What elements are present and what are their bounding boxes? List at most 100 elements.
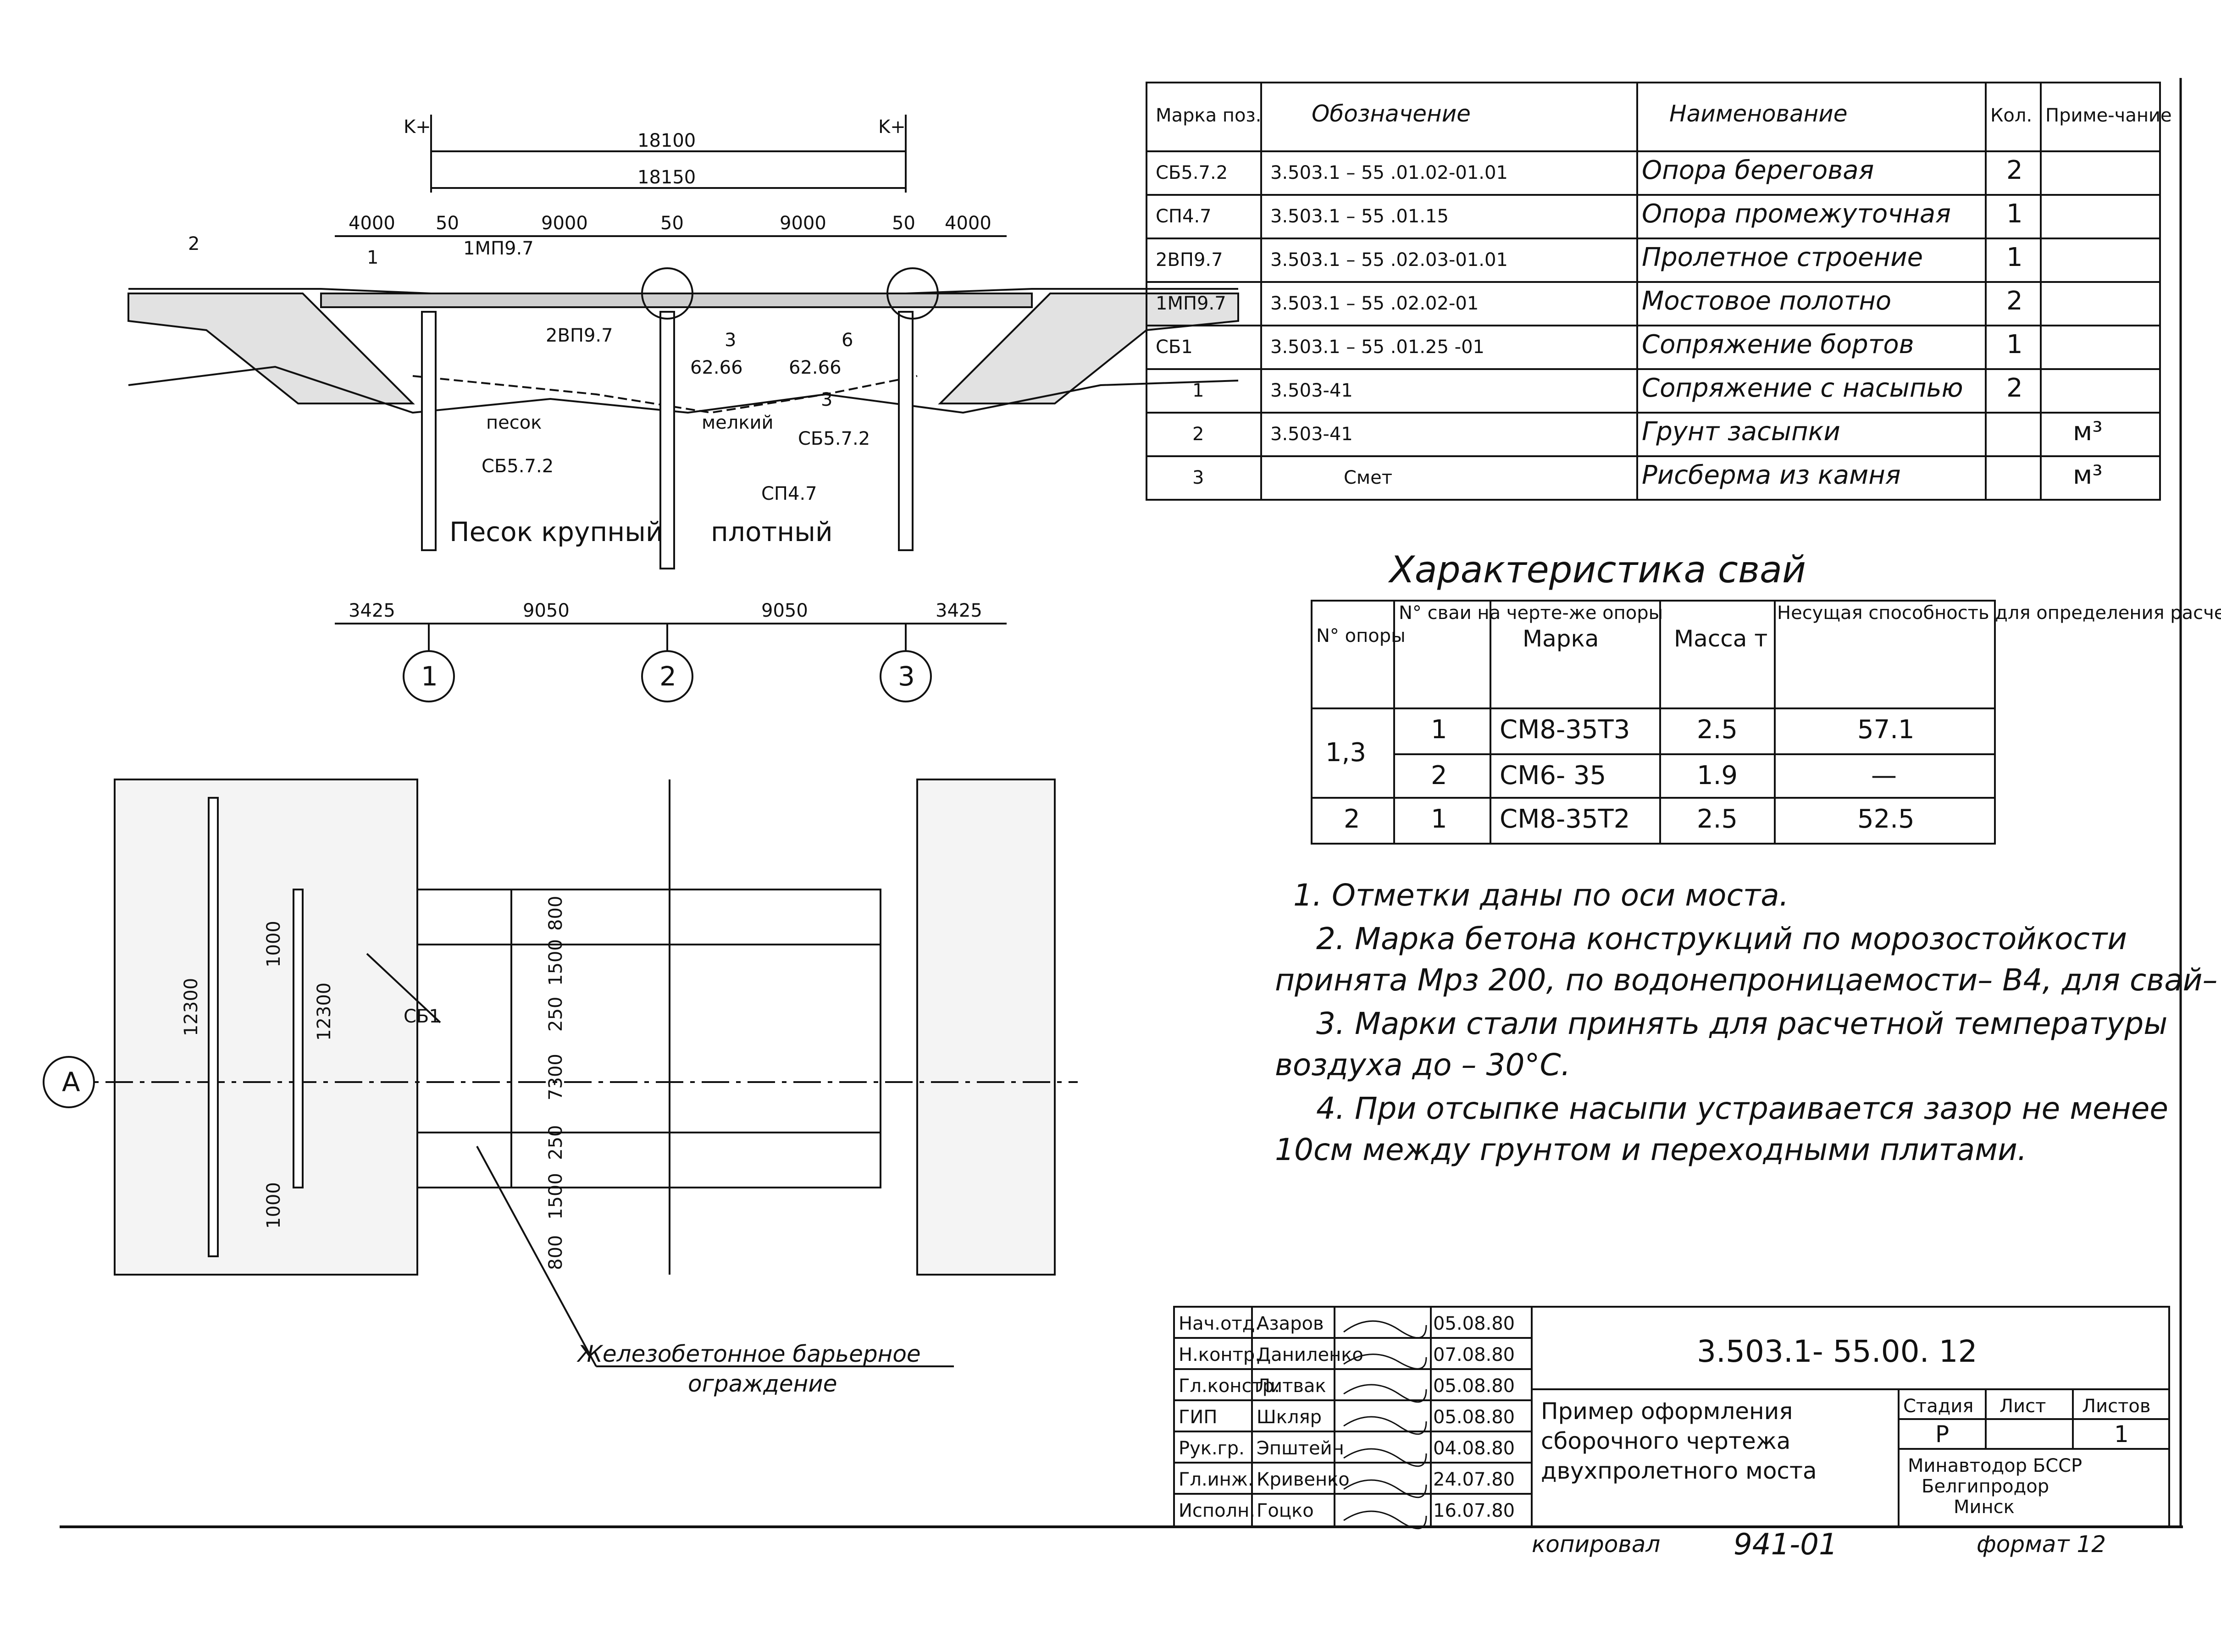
- note-3a: 3. Марки стали принять для расчетной тем…: [1316, 1006, 2167, 1041]
- spec-r4-qty: 2: [2006, 286, 2023, 316]
- bridge-elevation-view: [127, 115, 1239, 702]
- note-4a: 4. При отсыпке насыпи устраивается зазор…: [1316, 1091, 2168, 1126]
- tb-date-1: 05.08.80: [1433, 1313, 1515, 1334]
- plan-labels: А 12300 12300 1000 1000 800 1500 250 730…: [62, 896, 921, 1397]
- spec-r7-note: м³: [2073, 417, 2103, 447]
- item-mark-1: 1: [367, 247, 378, 268]
- signature-5: [1343, 1448, 1427, 1467]
- note-3b: воздуха до – 30°С.: [1275, 1047, 1571, 1083]
- left-embankment: [127, 293, 415, 404]
- pile-r1-support: 1,3: [1325, 738, 1366, 768]
- tb-date-3: 05.08.80: [1433, 1376, 1515, 1397]
- spec-header-name: Наименование: [1669, 100, 1848, 127]
- axis-a-label: А: [62, 1066, 80, 1098]
- spec-r8-name: Рисберма из камня: [1642, 460, 1901, 490]
- item-mark-3a: 3: [725, 330, 736, 351]
- axis-1-label: 1: [421, 661, 438, 692]
- detail-circle-right: [886, 267, 939, 320]
- plan-dim-12300-inner: [293, 889, 304, 1188]
- pile-header-number: N° сваи на черте-же опоры: [1399, 602, 1663, 624]
- tb-name-4: Шкляр: [1257, 1407, 1322, 1428]
- org-line-1: Минавтодор БССР: [1908, 1455, 2082, 1476]
- spec-r8-designation: Смет: [1344, 467, 1392, 488]
- pile-r3-number: 1: [1431, 804, 1447, 834]
- pile-characteristics: Характеристика свай N° опоры N° сваи на …: [1311, 548, 2221, 845]
- doc-number: 3.503.1- 55.00. 12: [1697, 1334, 1977, 1369]
- footer-strip: копировал 941-01 формат 12: [1532, 1528, 2106, 1562]
- spec-r4-designation: 3.503.1 – 55 .02.02-01: [1270, 293, 1479, 314]
- spec-r6-qty: 2: [2006, 373, 2023, 403]
- plan-dim-right-4: 7300: [545, 1054, 566, 1100]
- spec-r6-mark: 1: [1192, 380, 1204, 401]
- plan-dim-right-2: 1500: [545, 939, 566, 986]
- note-2a: 2. Марка бетона конструкций по морозосто…: [1316, 921, 2127, 956]
- footer-format: формат 12: [1977, 1531, 2106, 1558]
- item-mark-6: 6: [842, 330, 853, 351]
- sb1-leader-line: [366, 953, 441, 1023]
- spec-r2-designation: 3.503.1 – 55 .01.15: [1270, 206, 1449, 227]
- doc-title-line1: Пример оформления: [1541, 1398, 1793, 1425]
- dim-span-5: 9000: [780, 213, 826, 234]
- spec-r8-mark: 3: [1192, 467, 1204, 488]
- spec-r1-qty: 2: [2006, 155, 2023, 185]
- note-4b: 10см между грунтом и переходными плитами…: [1275, 1132, 2027, 1167]
- tb-role-7: Исполн.: [1179, 1500, 1255, 1521]
- dim-18100: 18100: [637, 130, 696, 151]
- tb-role-5: Рук.гр.: [1179, 1438, 1245, 1459]
- spec-r6-designation: 3.503-41: [1270, 380, 1353, 401]
- spec-r2-mark: СП4.7: [1156, 206, 1212, 227]
- spec-table-border: [1146, 82, 2161, 501]
- tb-role-4: ГИП: [1179, 1407, 1217, 1428]
- spec-r1-name: Опора береговая: [1642, 155, 1874, 185]
- pile-r1-capacity: 57.1: [1857, 715, 1915, 745]
- soil-label-dense: плотный: [711, 516, 833, 547]
- org-line-3: Минск: [1954, 1497, 2015, 1518]
- item-mark-1mp97: 1МП9.7: [463, 238, 534, 259]
- title-block: Нач.отд. Азаров 05.08.80 Н.контр. Даниле…: [1173, 1306, 2170, 1530]
- superstructure-slab: [320, 293, 1033, 308]
- barrier-label-line2: ограждение: [688, 1370, 837, 1397]
- item-mark-2vp97: 2ВП9.7: [546, 325, 613, 346]
- dim-span-2: 50: [436, 213, 459, 234]
- pile-header-support: N° опоры: [1316, 625, 1406, 646]
- spec-r1-designation: 3.503.1 – 55 .01.02-01.01: [1270, 162, 1508, 183]
- pile-header-capacity: Несущая способность для определения расч…: [1777, 602, 2221, 624]
- axis-1-bubble: [403, 650, 455, 702]
- dim-18150: 18150: [637, 167, 696, 188]
- axis-2-bubble: [641, 650, 693, 702]
- dim-bottom-2: 9050: [523, 600, 570, 621]
- pile-header-mark: Марка: [1523, 625, 1599, 652]
- plan-dim-left-2: 12300: [314, 983, 335, 1041]
- signature-3: [1343, 1384, 1427, 1403]
- spec-r3-qty: 1: [2006, 243, 2023, 272]
- spec-r5-designation: 3.503.1 – 55 .01.25 -01: [1270, 337, 1484, 358]
- spec-r7-mark: 2: [1192, 424, 1204, 445]
- tb-role-6: Гл.инж.: [1179, 1469, 1254, 1490]
- tb-role-3: Гл.констр.: [1179, 1376, 1280, 1397]
- spec-header-note: Приме-чание: [2045, 105, 2172, 126]
- pile-3: [898, 311, 914, 551]
- pile-label-3: СБ5.7.2: [798, 428, 870, 449]
- tb-date-7: 16.07.80: [1433, 1500, 1515, 1521]
- spec-r5-qty: 1: [2006, 330, 2023, 359]
- tb-date-2: 07.08.80: [1433, 1344, 1515, 1365]
- pile-r3-mass: 2.5: [1697, 804, 1738, 834]
- dim-span-1: 4000: [349, 213, 395, 234]
- pile-r2-capacity: —: [1871, 761, 1897, 790]
- axis-a-bubble: [43, 1056, 95, 1108]
- axis-3-label: 3: [898, 661, 915, 692]
- tb-name-1: Азаров: [1257, 1313, 1324, 1334]
- title-block-grid: [1173, 1306, 2170, 1528]
- axis-3-bubble: [880, 650, 932, 702]
- ground-line: [128, 365, 1239, 414]
- pile-r3-mark: СМ8-35Т2: [1500, 804, 1630, 834]
- pile-r1-mark: СМ8-35Т3: [1500, 715, 1630, 745]
- axis-2-label: 2: [659, 661, 676, 692]
- spec-r3-mark: 2ВП9.7: [1156, 249, 1223, 271]
- tb-date-6: 24.07.80: [1433, 1469, 1515, 1490]
- item-mark-2: 2: [188, 233, 199, 254]
- plan-dim-right-1: 800: [545, 896, 566, 931]
- title-block-border: [1173, 1306, 2170, 1528]
- plan-deck-outline: [416, 889, 881, 1188]
